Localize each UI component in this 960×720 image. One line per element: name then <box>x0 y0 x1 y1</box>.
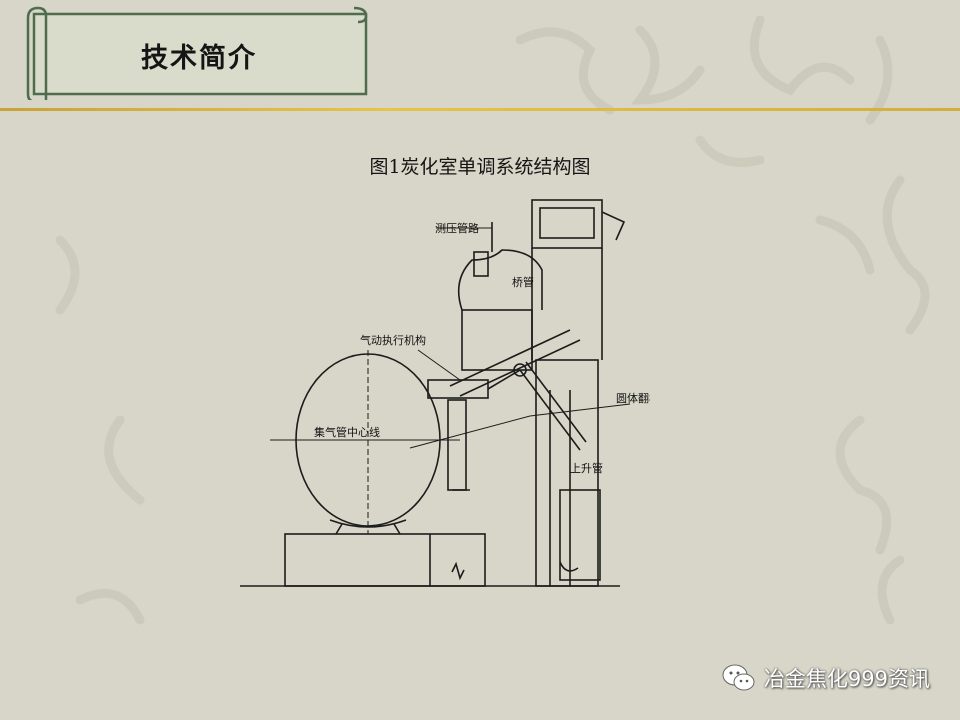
label-collector-center-line: 集气管中心线 <box>314 425 380 439</box>
structure-diagram: 测压管路 桥管 气动执行机构 圆体翻板 集气管中心线 上升管 <box>240 199 650 587</box>
label-pressure-pipe: 测压管路 <box>435 221 479 235</box>
page-title: 技术简介 <box>141 43 257 74</box>
label-round-valve-plate: 圆体翻板 <box>616 391 650 405</box>
watermark: 冶金焦化999资讯 <box>722 660 930 696</box>
label-riser-pipe: 上升管 <box>570 461 603 475</box>
wechat-icon <box>722 664 755 691</box>
label-bridge-pipe: 桥管 <box>512 275 534 289</box>
watermark-text: 冶金焦化999资讯 <box>763 667 930 691</box>
label-pneumatic-actuator: 气动执行机构 <box>360 333 426 347</box>
header-divider <box>0 108 960 111</box>
figure-caption: 图1炭化室单调系统结构图 <box>369 156 591 178</box>
title-banner: 技术简介 <box>24 4 372 100</box>
